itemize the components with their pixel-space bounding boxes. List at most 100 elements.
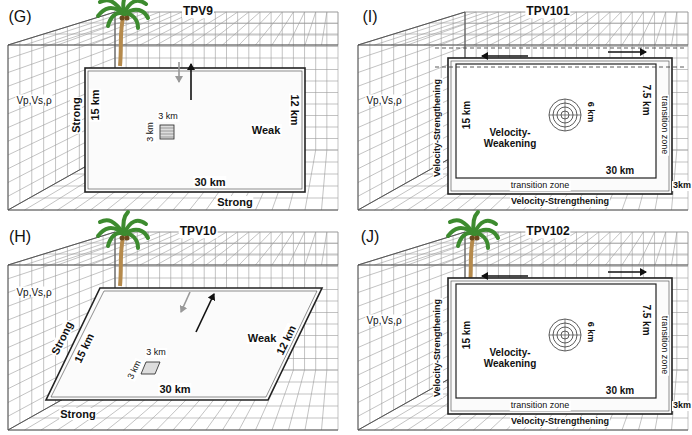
grid-box: [358, 12, 688, 210]
grid-line: [223, 12, 260, 45]
box-edge: [358, 45, 359, 210]
palm-tree: [98, 212, 148, 286]
nucleation-circle: [549, 99, 581, 131]
grid-line: [358, 45, 359, 210]
region-label: Weak: [247, 332, 278, 344]
region-label: Velocity-Strengthening: [433, 298, 443, 398]
box-edge: [8, 265, 9, 430]
region-label: Velocity-Strengthening: [433, 78, 443, 178]
material-label: Vp,Vs,ρ: [365, 95, 402, 106]
material-label: Vp,Vs,ρ: [365, 315, 402, 326]
grid-line: [358, 210, 688, 211]
grid-line: [115, 255, 338, 256]
grid-line: [256, 232, 283, 265]
grid-line: [688, 232, 689, 265]
slip-arrow: [482, 275, 528, 277]
grid-line: [8, 430, 338, 431]
grid-line: [8, 265, 338, 266]
fault-plane: [448, 278, 672, 414]
fault-plane-inner: [451, 61, 669, 191]
grid-line: [589, 12, 621, 45]
dimension-label: 30 km: [605, 385, 635, 396]
slip-arrow: [482, 55, 528, 57]
grid-line: [8, 210, 338, 211]
fault-plane-inner: [451, 281, 669, 411]
region-label: Strong: [70, 96, 82, 133]
grid-line: [322, 370, 327, 430]
grid-line: [25, 12, 127, 45]
nucleation-cross: [565, 99, 566, 131]
grid-line: [239, 232, 271, 265]
grid-line: [322, 232, 327, 265]
grid-line: [429, 23, 688, 24]
grid-line: [465, 35, 688, 36]
grid-line: [239, 12, 271, 45]
region-label: Strong: [216, 196, 253, 208]
box-edge: [8, 430, 338, 431]
grid-line: [606, 12, 633, 45]
grid-line: [115, 278, 338, 279]
box-edge: [358, 265, 359, 430]
fault-plane-inner: [88, 71, 302, 189]
region-label: Velocity-Strengthening: [510, 197, 610, 207]
grid-line: [107, 232, 182, 265]
palm-frond: [123, 212, 128, 234]
box-edge: [358, 210, 688, 211]
palm-frond: [458, 233, 474, 246]
panel-letter: (G): [7, 8, 32, 26]
region-label: Velocity-Strengthening: [510, 417, 610, 427]
region-label: Weak: [251, 124, 282, 136]
dimension-label: 3 km: [146, 121, 156, 143]
fault-plane: [85, 68, 305, 192]
grid-line: [358, 430, 688, 431]
slip-arrow: [608, 51, 646, 53]
grid-line: [465, 12, 688, 13]
grid-line: [672, 232, 677, 265]
region-label: transition zone: [510, 401, 571, 411]
grid-line: [29, 198, 338, 199]
grid-line: [394, 34, 688, 35]
grid-line: [305, 232, 316, 265]
dimension-label: 7.5 km: [641, 83, 652, 116]
patch-hatch: [160, 134, 174, 135]
palm-tree: [448, 212, 498, 286]
panel-title: TPV9: [182, 5, 214, 18]
palm-frond: [108, 233, 124, 246]
coconut: [120, 236, 125, 241]
dimension-label: 7.5 km: [641, 303, 652, 336]
grid-line: [8, 35, 115, 73]
grid-line: [465, 266, 688, 267]
dimension-label: 3 km: [157, 112, 179, 122]
grid-line: [457, 232, 532, 265]
fault-plane: [448, 58, 672, 194]
slip-arrow: [181, 292, 190, 312]
grid-line: [44, 254, 338, 255]
region-label: Velocity-Weakening: [477, 127, 543, 149]
nucleation-cross: [565, 319, 566, 351]
grid-line: [589, 232, 621, 265]
box-edge: [8, 265, 338, 266]
patch-hatch: [160, 128, 174, 129]
grid-line: [115, 266, 338, 267]
grid-line: [115, 58, 338, 59]
grid-line: [375, 12, 477, 45]
grid-line: [115, 35, 338, 36]
grid-line: [424, 12, 510, 45]
grid-line: [622, 232, 643, 265]
grid-line: [622, 12, 643, 45]
grid-line: [272, 12, 293, 45]
grid-line: [688, 12, 689, 45]
grid-line: [51, 406, 338, 407]
panel-title: TPV102: [525, 225, 570, 238]
box-edge: [8, 45, 338, 46]
grid-line: [655, 12, 666, 45]
panel-title: TPV10: [179, 225, 218, 238]
grid-line: [338, 232, 339, 265]
box-edge: [8, 45, 9, 210]
grid-line: [8, 45, 338, 46]
grid-line: [115, 232, 338, 233]
grid-line: [338, 150, 339, 210]
grid-line: [25, 232, 127, 265]
slip-arrow: [178, 62, 180, 82]
